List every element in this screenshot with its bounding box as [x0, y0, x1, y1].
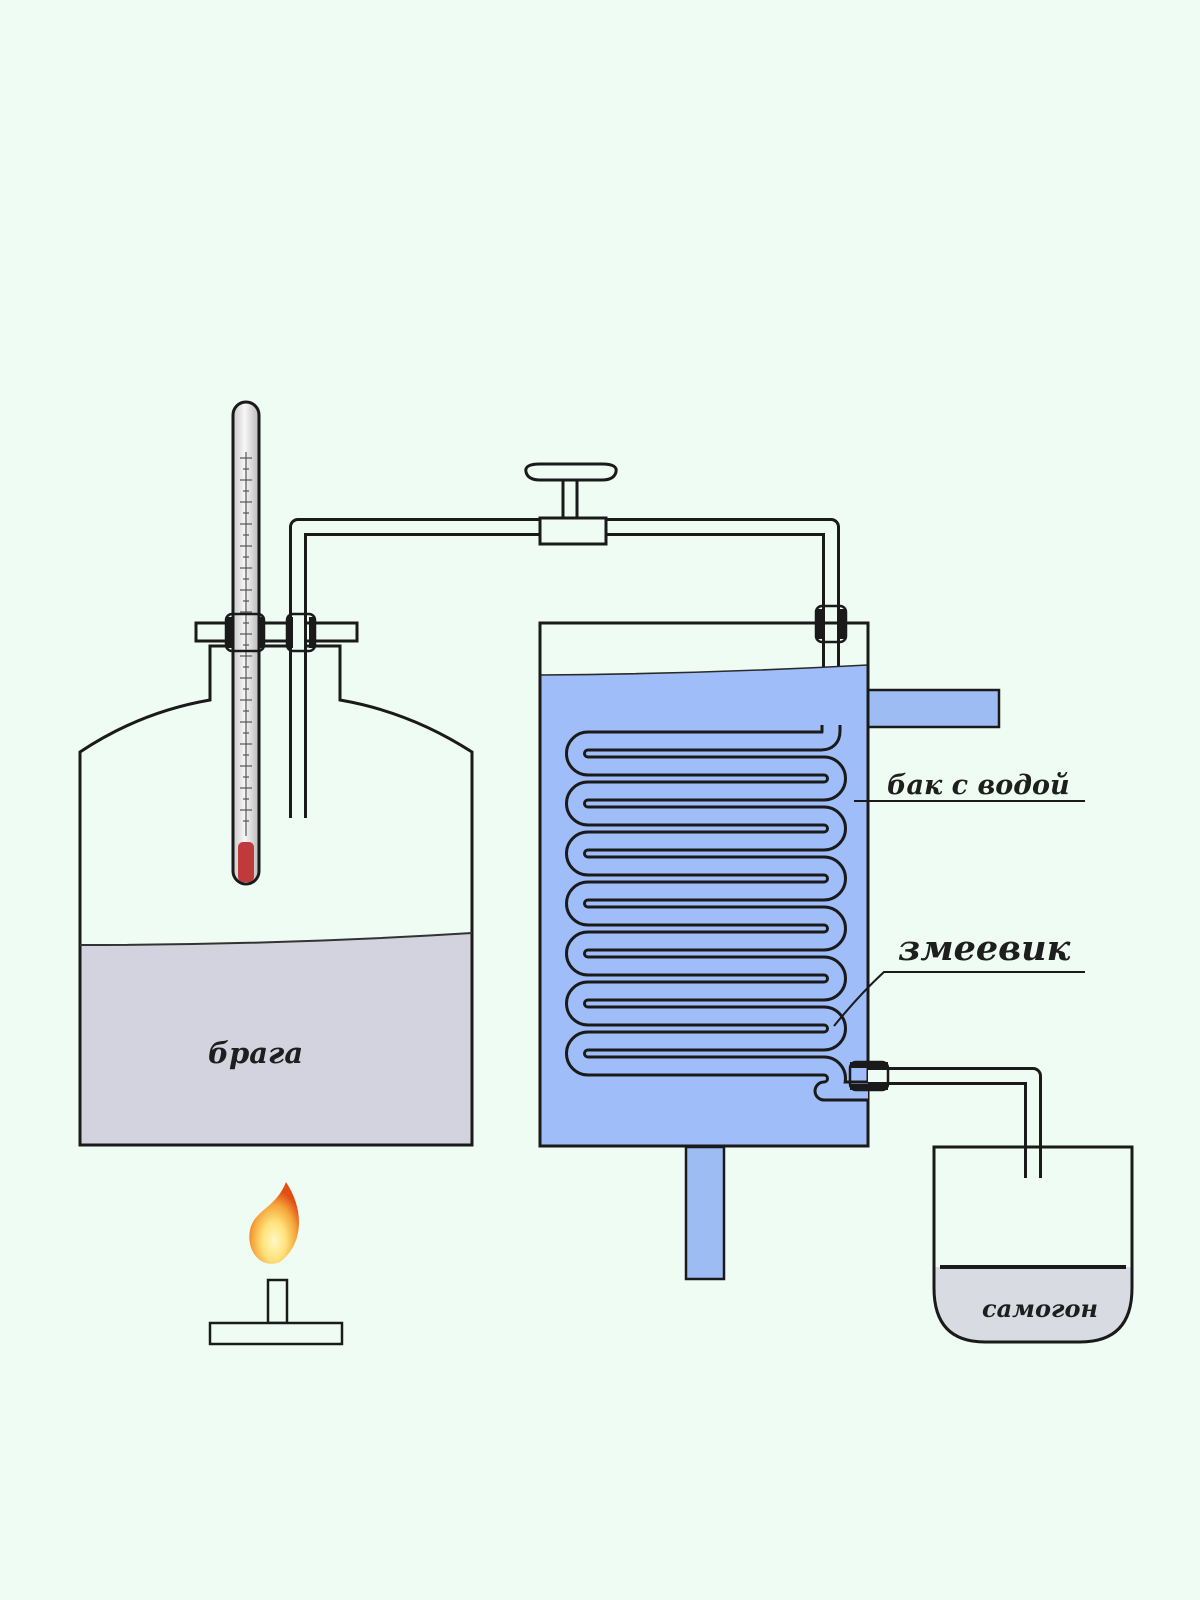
outlet-pipe-bottom — [684, 1145, 726, 1281]
wash-surface-line — [79, 932, 473, 946]
boiler-lid — [194, 621, 359, 643]
tank-water-surface — [539, 664, 869, 676]
wash-liquid — [80, 933, 472, 1145]
product-liquid — [934, 1267, 1132, 1342]
wash-label: брага — [208, 1036, 303, 1070]
valve-icon — [524, 462, 618, 546]
flame-icon — [249, 1182, 299, 1264]
burner — [208, 1278, 344, 1346]
product-outlet-pipe — [868, 1067, 1042, 1178]
thermometer-bulb — [238, 842, 254, 882]
receiver-vessel: самогон — [932, 1145, 1134, 1344]
coil-leader — [833, 971, 1085, 1027]
moonshine-label: самогон — [982, 1294, 1098, 1323]
water-tank-label: бак с водой — [887, 770, 1070, 801]
tank-outline — [538, 621, 870, 1148]
outlet-pipe-side — [866, 688, 1001, 729]
thermometer-icon — [231, 400, 261, 886]
thermometer-scale — [240, 452, 252, 836]
receiver-outline — [932, 1145, 1134, 1344]
coil-label: змеевик — [898, 928, 1071, 969]
boiler-vessel: брага — [78, 644, 474, 1147]
boiler-outline — [78, 644, 474, 1147]
